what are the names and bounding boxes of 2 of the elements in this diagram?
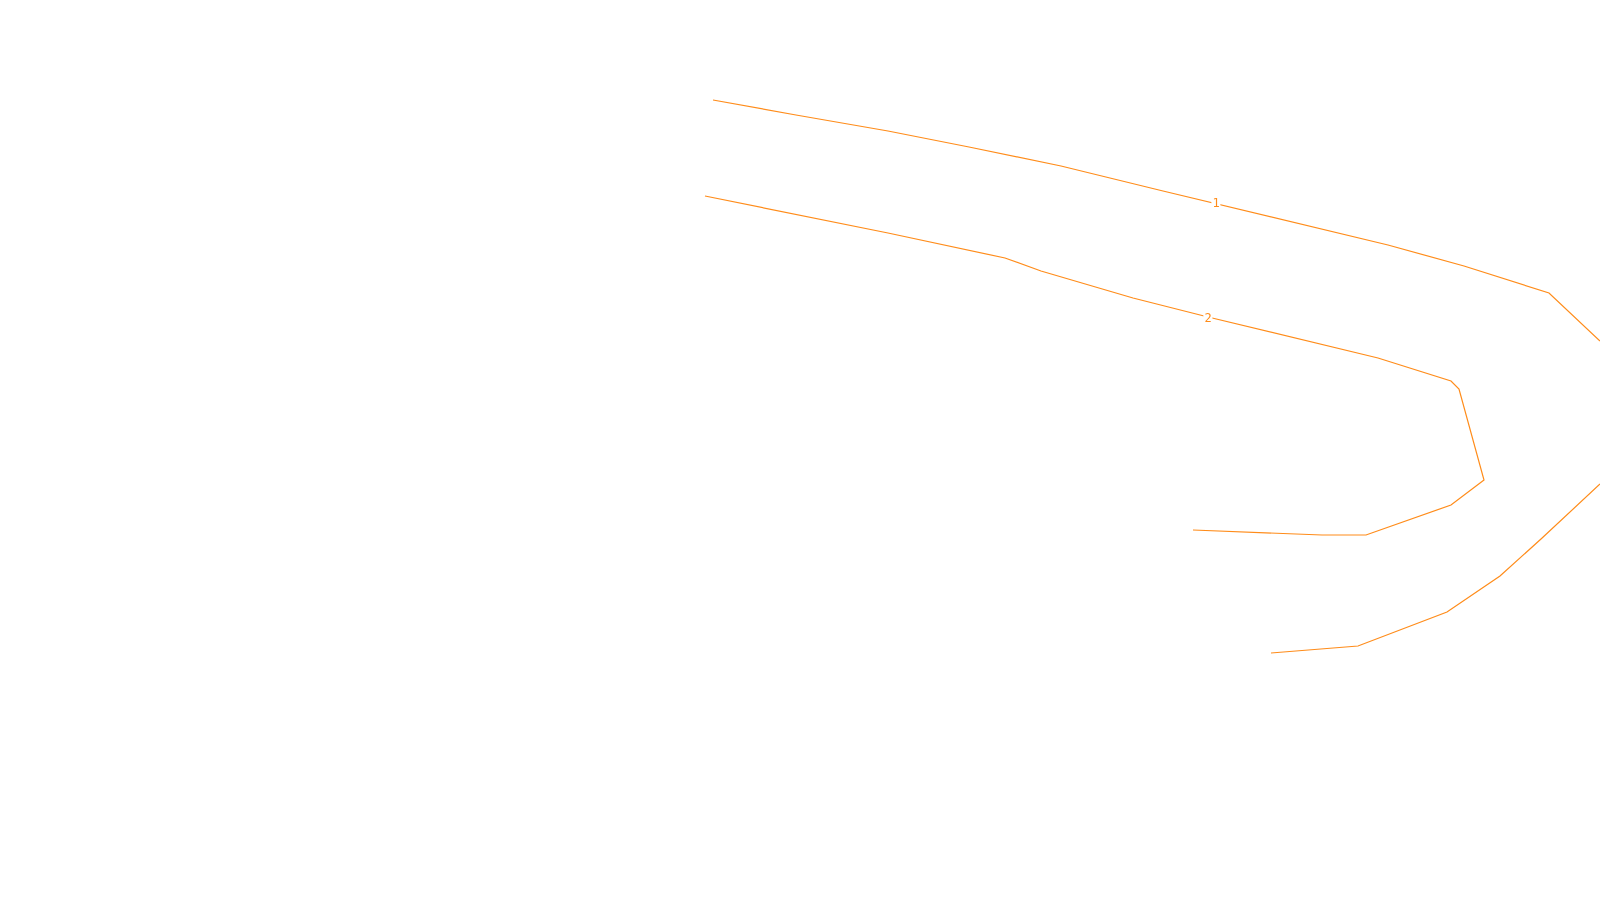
line-label: 1 [1211, 197, 1221, 209]
line-label: 2 [1203, 312, 1213, 324]
